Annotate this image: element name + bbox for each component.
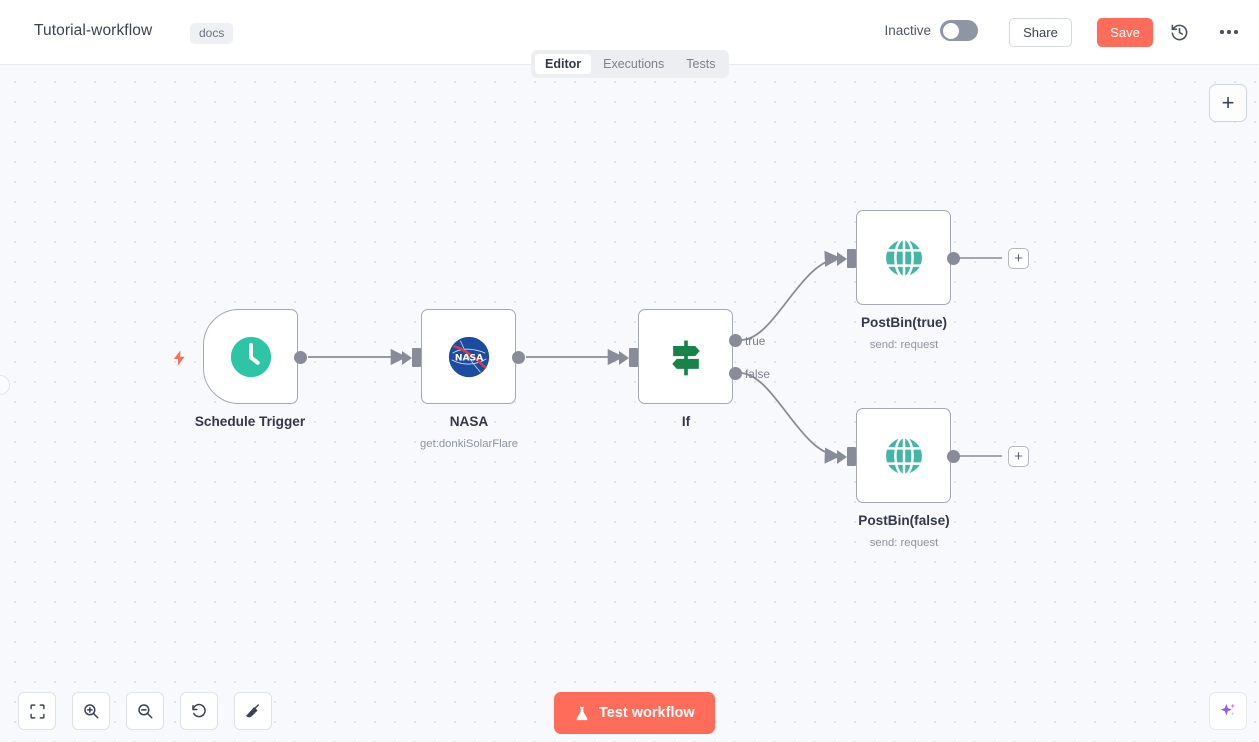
reset-zoom-button[interactable] xyxy=(180,692,218,730)
broom-icon xyxy=(246,704,259,718)
nasa-logo-icon: NASA xyxy=(448,336,489,377)
test-workflow-button[interactable]: Test workflow xyxy=(554,692,715,734)
zoom-to-fit-button[interactable] xyxy=(18,692,56,730)
node-if[interactable] xyxy=(638,309,733,404)
toggle-knob xyxy=(942,22,959,39)
port-out-postbin-false[interactable] xyxy=(947,450,960,463)
test-workflow-label: Test workflow xyxy=(599,705,695,721)
port-out-if-true[interactable] xyxy=(729,334,742,347)
node-label-postbin-false: PostBin(false) xyxy=(858,513,950,528)
zoom-in-button[interactable] xyxy=(72,692,110,730)
port-label-true: true xyxy=(745,334,766,348)
workflow-canvas[interactable]: Schedule Trigger NASA NASA get:donkiSola… xyxy=(0,65,1259,742)
svg-text:NASA: NASA xyxy=(454,353,482,363)
add-node-endpoint-false[interactable]: + xyxy=(1008,446,1029,467)
tidy-up-button[interactable] xyxy=(234,692,272,730)
zoom-in-icon xyxy=(84,704,99,719)
activation-status-label: Inactive xyxy=(884,23,931,38)
port-label-false: false xyxy=(745,367,770,381)
clock-icon xyxy=(230,336,271,377)
signpost-icon xyxy=(671,340,700,375)
save-button[interactable]: Save xyxy=(1097,18,1153,47)
node-schedule-trigger[interactable] xyxy=(203,309,298,404)
tab-editor[interactable]: Editor xyxy=(535,54,592,74)
node-postbin-false[interactable] xyxy=(856,408,951,503)
undo-icon xyxy=(192,703,206,718)
globe-icon xyxy=(883,435,924,476)
port-in-postbin-true[interactable] xyxy=(837,249,856,268)
node-label-schedule-trigger: Schedule Trigger xyxy=(194,414,306,429)
port-out-postbin-true[interactable] xyxy=(947,252,960,265)
port-out-nasa[interactable] xyxy=(512,351,525,364)
activation-toggle-group: Inactive xyxy=(884,20,978,41)
node-postbin-true[interactable] xyxy=(856,210,951,305)
tab-tests[interactable]: Tests xyxy=(686,57,716,71)
ellipsis-icon[interactable] xyxy=(1216,19,1242,45)
port-out-if-false[interactable] xyxy=(729,367,742,380)
node-subtitle-nasa: get:donkiSolarFlare xyxy=(420,438,518,450)
workflow-tag-docs[interactable]: docs xyxy=(190,23,234,44)
tab-executions[interactable]: Executions xyxy=(603,57,665,71)
flask-icon xyxy=(576,706,588,720)
port-in-nasa[interactable] xyxy=(402,348,421,367)
add-node-button[interactable]: + xyxy=(1209,84,1247,122)
node-label-nasa: NASA xyxy=(449,414,489,429)
history-icon[interactable] xyxy=(1166,19,1192,45)
node-nasa[interactable]: NASA xyxy=(421,309,516,404)
globe-icon xyxy=(883,237,924,278)
add-node-endpoint-true[interactable]: + xyxy=(1008,248,1029,269)
port-in-if[interactable] xyxy=(619,348,638,367)
node-label-if: If xyxy=(681,414,691,429)
trigger-bolt-icon xyxy=(171,346,188,374)
zoom-out-icon xyxy=(138,704,153,719)
ai-assistant-button[interactable] xyxy=(1209,692,1247,730)
workflow-title[interactable]: Tutorial-workflow xyxy=(34,22,153,39)
node-subtitle-postbin-false: send: request xyxy=(869,537,939,549)
node-label-postbin-true: PostBin(true) xyxy=(860,315,948,330)
port-in-postbin-false[interactable] xyxy=(837,447,856,466)
zoom-out-button[interactable] xyxy=(126,692,164,730)
port-out-schedule-trigger[interactable] xyxy=(294,351,307,364)
share-button[interactable]: Share xyxy=(1009,18,1072,47)
editor-tab-bar: Editor Executions Tests xyxy=(531,50,730,78)
activation-toggle[interactable] xyxy=(940,20,978,41)
sparkle-icon xyxy=(1220,703,1236,716)
fit-screen-icon xyxy=(29,703,45,719)
connection-edges xyxy=(308,250,1002,464)
node-subtitle-postbin-true: send: request xyxy=(869,339,939,351)
